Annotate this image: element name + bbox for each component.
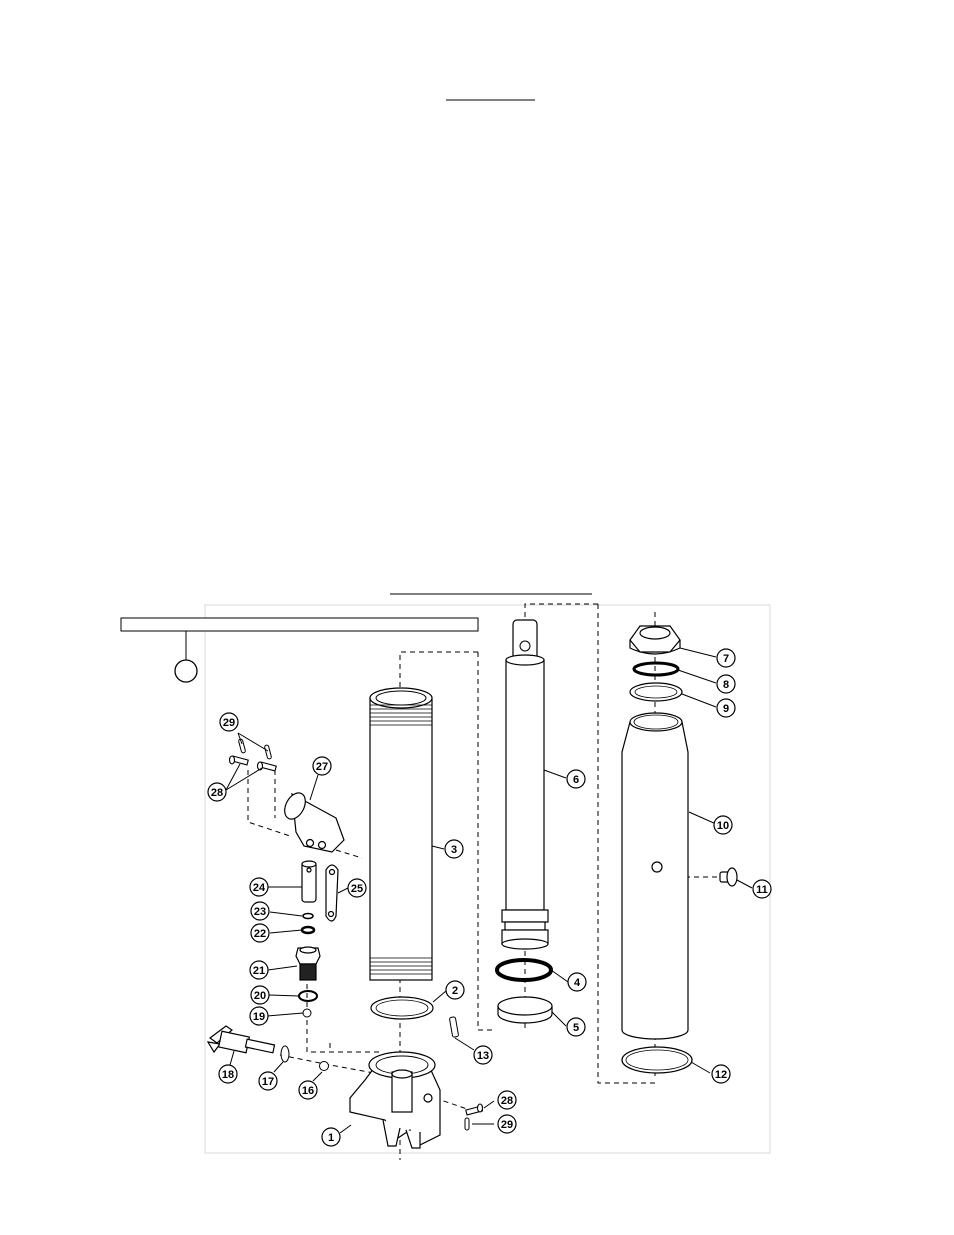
part-12-ring bbox=[621, 1046, 693, 1074]
callout-29-top: 29 bbox=[219, 712, 239, 732]
callout-20: 20 bbox=[250, 985, 270, 1005]
svg-text:9: 9 bbox=[723, 703, 729, 715]
svg-text:29: 29 bbox=[223, 717, 235, 729]
svg-text:23: 23 bbox=[254, 906, 266, 918]
callout-27: 27 bbox=[312, 756, 332, 776]
callout-18: 18 bbox=[218, 1064, 238, 1084]
part-1-base bbox=[349, 1051, 441, 1149]
part-18-release-valve bbox=[206, 1025, 276, 1054]
callout-22: 22 bbox=[250, 923, 270, 943]
part-9-washer-inner bbox=[634, 685, 678, 699]
part-21-pump-body bbox=[295, 946, 321, 981]
callout-11: 11 bbox=[752, 879, 772, 899]
svg-text:3: 3 bbox=[451, 844, 457, 856]
callout-9: 9 bbox=[716, 698, 736, 718]
callout-7: 7 bbox=[716, 648, 736, 668]
part-27-handle-socket bbox=[284, 792, 345, 853]
callout-25: 25 bbox=[347, 878, 367, 898]
svg-text:21: 21 bbox=[253, 965, 265, 977]
callout-6: 6 bbox=[566, 769, 586, 789]
svg-text:8: 8 bbox=[723, 679, 729, 691]
callout-10: 10 bbox=[713, 815, 733, 835]
part-5-cup bbox=[497, 996, 553, 1024]
part-10-reservoir bbox=[621, 712, 689, 1040]
part-12-ring-inner bbox=[625, 1049, 689, 1071]
svg-text:29: 29 bbox=[501, 1119, 513, 1131]
svg-text:28: 28 bbox=[501, 1095, 513, 1107]
callout-28-bottom: 28 bbox=[497, 1090, 517, 1110]
callout-1: 1 bbox=[321, 1127, 341, 1147]
svg-text:20: 20 bbox=[254, 990, 266, 1002]
svg-text:4: 4 bbox=[574, 977, 581, 989]
callout-3: 3 bbox=[444, 839, 464, 859]
svg-text:5: 5 bbox=[573, 1022, 579, 1034]
part-6-ram bbox=[501, 619, 549, 950]
svg-text:25: 25 bbox=[351, 883, 363, 895]
callout-17: 17 bbox=[258, 1071, 278, 1091]
callout-29-bottom: 29 bbox=[497, 1114, 517, 1134]
svg-text:22: 22 bbox=[254, 928, 266, 940]
part-2-ring-inner bbox=[375, 999, 429, 1017]
svg-text:16: 16 bbox=[302, 1085, 314, 1097]
label-bar bbox=[120, 617, 479, 632]
leader-lines bbox=[225, 647, 753, 1134]
part-7-nut bbox=[629, 625, 681, 655]
callout-16: 16 bbox=[298, 1080, 318, 1100]
callout-28-top: 28 bbox=[207, 782, 227, 802]
svg-text:13: 13 bbox=[477, 1050, 489, 1062]
part-8-seal bbox=[632, 661, 680, 677]
part-2-ring bbox=[370, 996, 434, 1020]
part-28-pin-bottom bbox=[465, 1103, 484, 1116]
part-19-ball bbox=[302, 1008, 312, 1018]
svg-text:18: 18 bbox=[222, 1069, 234, 1081]
callout-12: 12 bbox=[711, 1064, 731, 1084]
label-marker-circle bbox=[174, 659, 198, 683]
callout-13: 13 bbox=[473, 1045, 493, 1065]
svg-text:1: 1 bbox=[328, 1132, 334, 1144]
svg-text:10: 10 bbox=[717, 820, 729, 832]
callout-2: 2 bbox=[445, 980, 465, 1000]
part-4-seal bbox=[495, 958, 553, 982]
svg-text:19: 19 bbox=[253, 1011, 265, 1023]
callout-8: 8 bbox=[716, 674, 736, 694]
svg-text:7: 7 bbox=[723, 653, 729, 665]
svg-text:17: 17 bbox=[262, 1076, 274, 1088]
part-22-seal bbox=[300, 925, 316, 935]
svg-text:11: 11 bbox=[756, 884, 768, 896]
svg-text:28: 28 bbox=[211, 787, 223, 799]
part-29-clip-bottom bbox=[464, 1117, 470, 1131]
callout-24: 24 bbox=[249, 877, 269, 897]
svg-text:2: 2 bbox=[452, 985, 458, 997]
part-29-clips-top bbox=[238, 738, 272, 760]
part-3-cylinder bbox=[369, 687, 433, 981]
callout-21: 21 bbox=[249, 960, 269, 980]
part-16-ball bbox=[319, 1061, 329, 1071]
callout-19: 19 bbox=[249, 1006, 269, 1026]
svg-text:12: 12 bbox=[715, 1069, 727, 1081]
part-17-seal bbox=[280, 1045, 290, 1063]
part-11-plug bbox=[719, 867, 738, 887]
part-13-pin bbox=[449, 1016, 459, 1038]
svg-text:27: 27 bbox=[316, 761, 328, 773]
svg-text:6: 6 bbox=[573, 774, 579, 786]
callout-5: 5 bbox=[566, 1017, 586, 1037]
drawing-frame bbox=[204, 604, 771, 1154]
part-20-oring bbox=[298, 990, 318, 1002]
part-24-plunger bbox=[301, 860, 317, 903]
part-25-link bbox=[325, 864, 339, 922]
callout-23: 23 bbox=[250, 901, 270, 921]
callout-4: 4 bbox=[567, 972, 587, 992]
part-23-seal bbox=[302, 912, 314, 920]
svg-text:24: 24 bbox=[253, 882, 266, 894]
